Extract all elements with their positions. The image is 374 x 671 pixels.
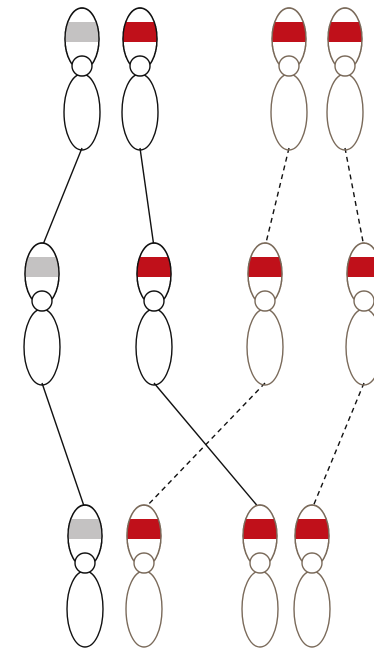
centromere: [31, 290, 53, 312]
red-band: [248, 257, 282, 277]
centromere: [254, 290, 276, 312]
connector-p2-to-g2: [139, 147, 155, 248]
chromosome-o1: [66, 504, 104, 648]
chromosome-o2: [125, 504, 163, 648]
connector-lines: [41, 147, 365, 510]
chromosome-lower-arm: [135, 308, 173, 386]
red-band: [127, 519, 161, 539]
red-band: [137, 257, 171, 277]
centromere: [334, 55, 356, 77]
chromosome-p4: [326, 7, 364, 151]
red-band: [123, 22, 157, 42]
chromosome-lower-arm: [63, 73, 101, 151]
connector-g4-to-o4: [311, 382, 365, 510]
chromosome-lower-arm: [246, 308, 284, 386]
chromosome-lower-arm: [326, 73, 364, 151]
chromosome-lower-arm: [125, 570, 163, 648]
centromere: [143, 290, 165, 312]
centromere: [353, 290, 374, 312]
connector-p1-to-g1: [41, 147, 83, 248]
chromosome-o4: [293, 504, 331, 648]
chromosome-g4: [345, 242, 374, 386]
centromere: [278, 55, 300, 77]
centromere: [71, 55, 93, 77]
centromere: [249, 552, 271, 574]
connector-g1-to-o1: [41, 382, 86, 510]
red-band: [328, 22, 362, 42]
connector-p3-to-g3: [264, 147, 290, 248]
centromere: [129, 55, 151, 77]
connector-g3-to-o2: [143, 382, 266, 510]
chromosome-g1: [23, 242, 61, 386]
chromosome-p3: [270, 7, 308, 151]
connector-g2-to-o3: [153, 382, 261, 510]
red-band: [347, 257, 374, 277]
red-band: [272, 22, 306, 42]
gray-band: [25, 257, 59, 277]
chromosome-lower-arm: [270, 73, 308, 151]
chromosome-lower-arm: [23, 308, 61, 386]
chromosome-lower-arm: [293, 570, 331, 648]
chromosome-lower-arm: [121, 73, 159, 151]
chromosome-g2: [135, 242, 173, 386]
gray-band: [68, 519, 102, 539]
red-band: [295, 519, 329, 539]
chromosome-p1: [63, 7, 101, 151]
chromosome-lower-arm: [345, 308, 374, 386]
connector-p4-to-g4: [344, 147, 365, 248]
red-band: [243, 519, 277, 539]
centromere: [74, 552, 96, 574]
chromosome-lower-arm: [66, 570, 104, 648]
gray-band: [65, 22, 99, 42]
centromere: [301, 552, 323, 574]
chromosomes: [23, 7, 374, 648]
chromosome-o3: [241, 504, 279, 648]
chromosome-g3: [246, 242, 284, 386]
chromosome-lower-arm: [241, 570, 279, 648]
centromere: [133, 552, 155, 574]
chromosome-p2: [121, 7, 159, 151]
